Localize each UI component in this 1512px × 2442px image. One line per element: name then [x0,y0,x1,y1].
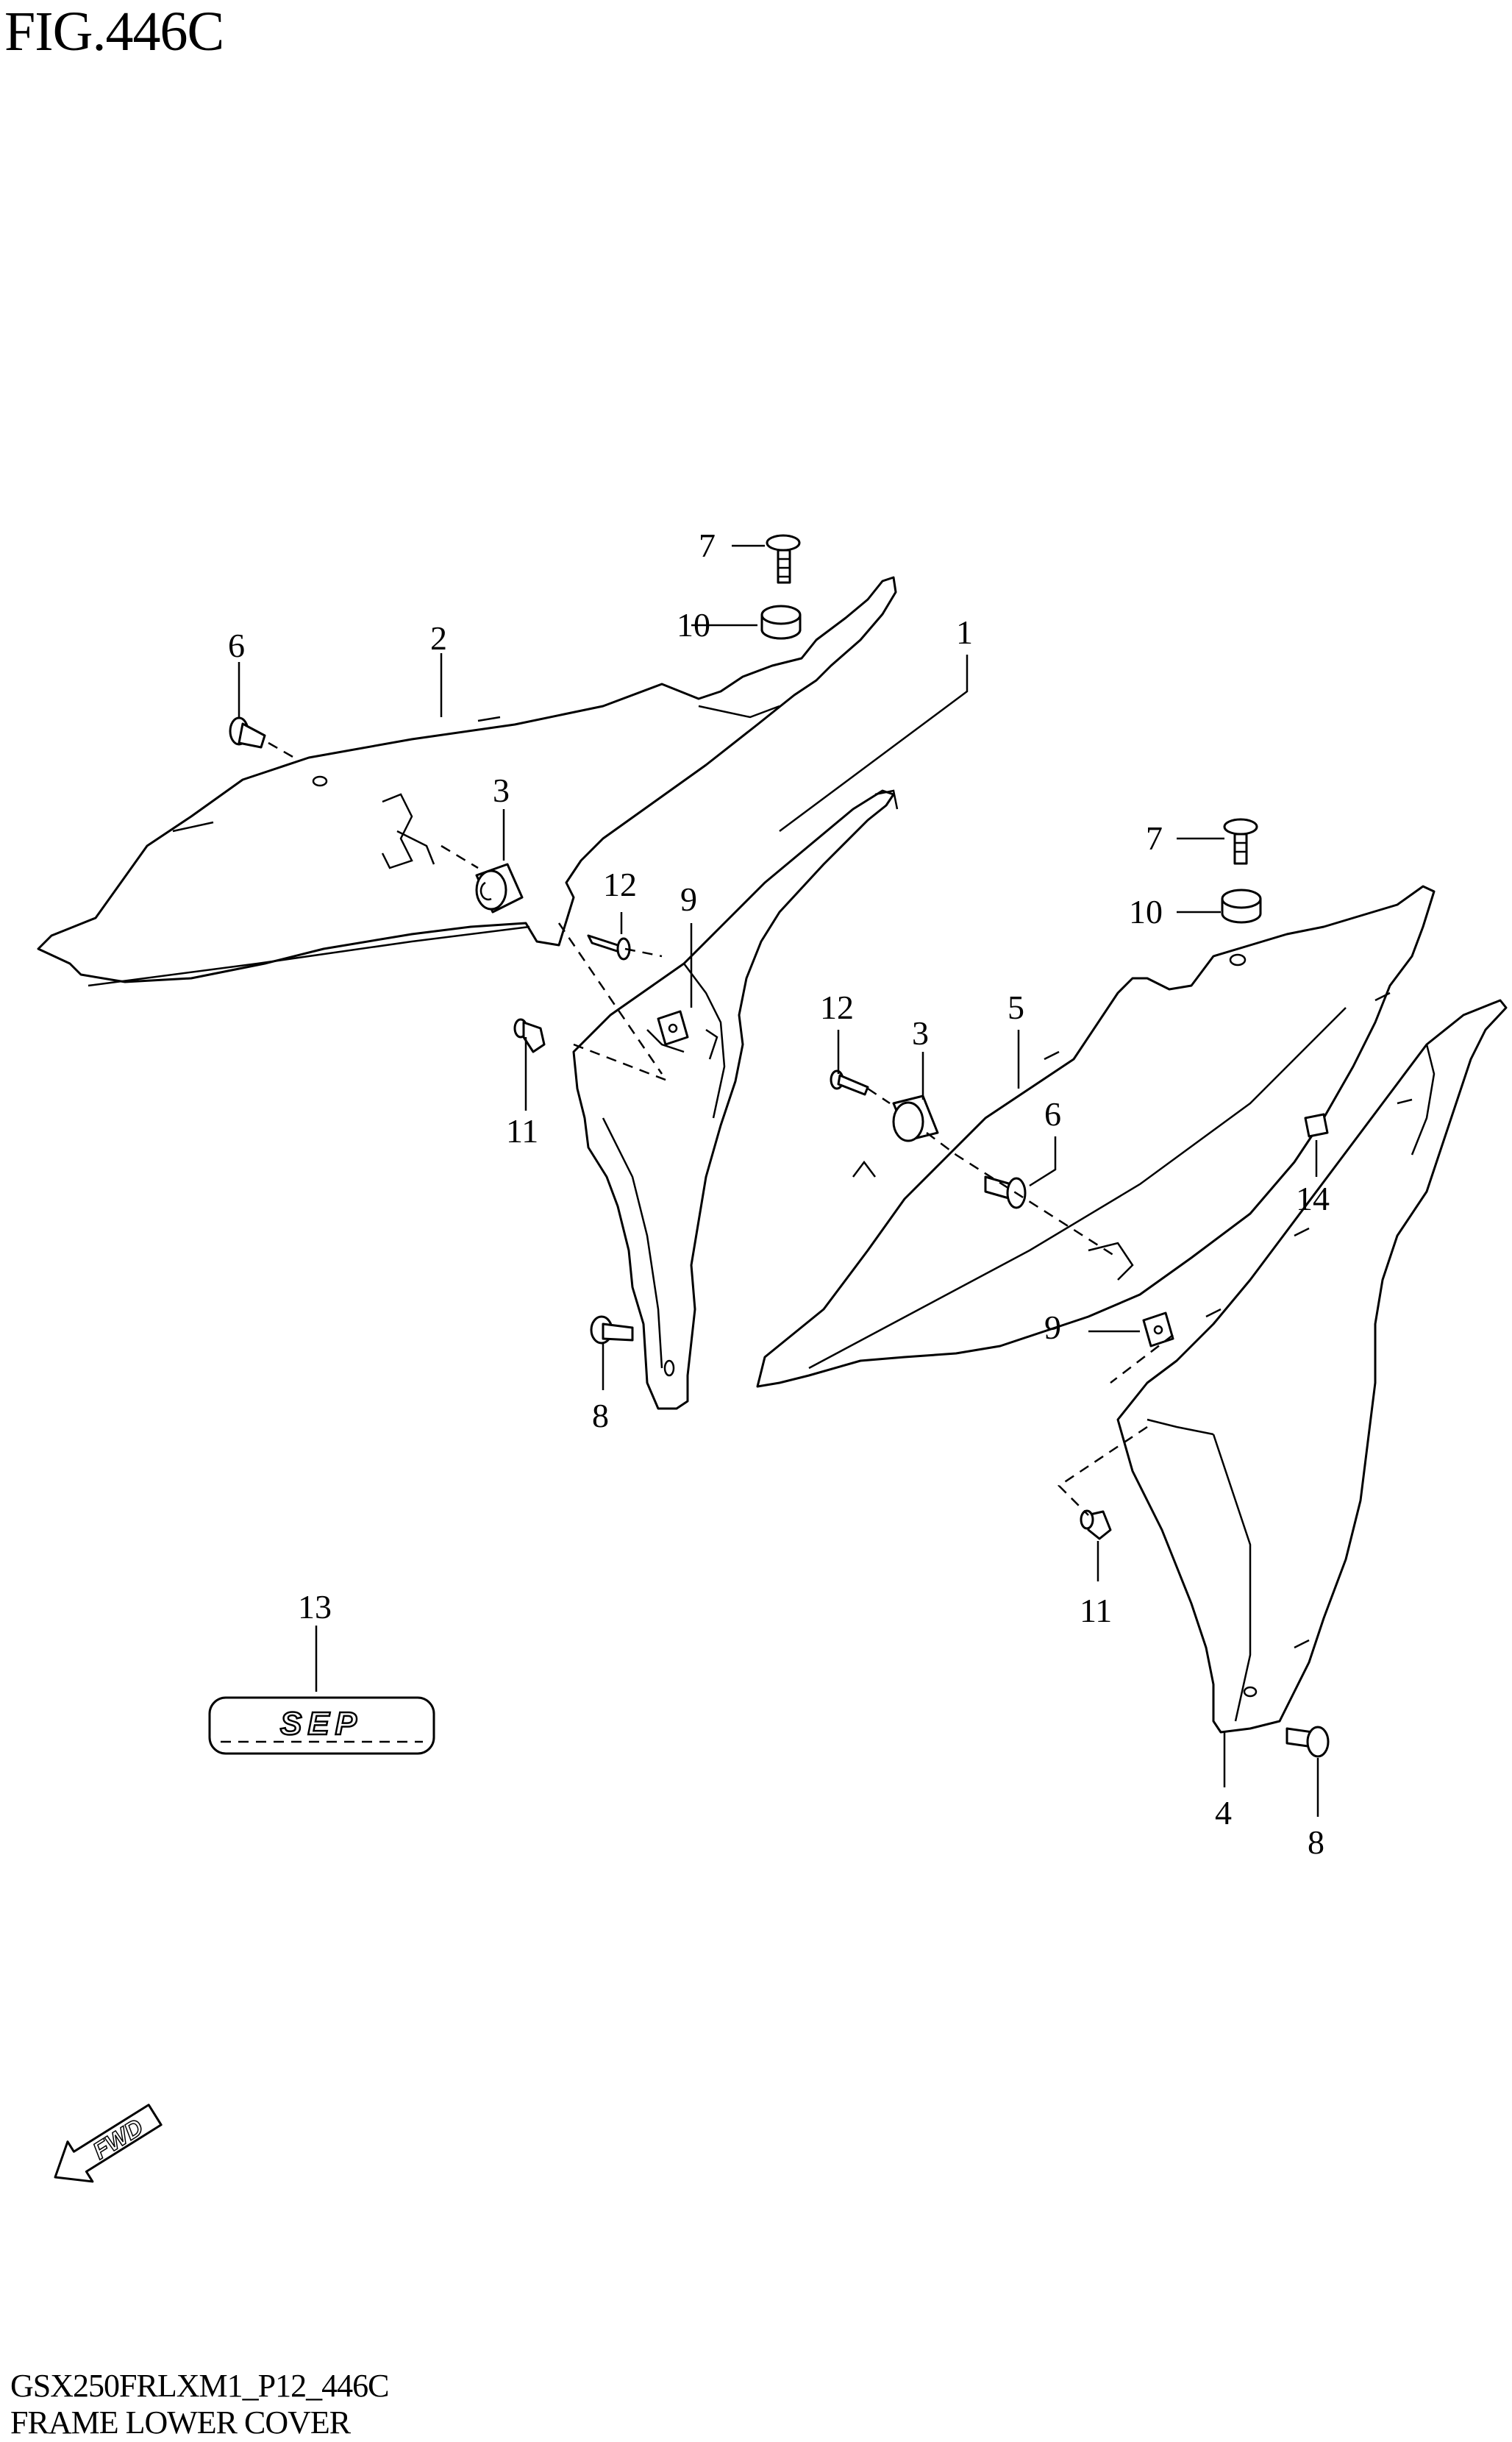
callout-11: 11 [1080,1592,1112,1629]
assembly-line [926,1132,1119,1259]
callout-7: 7 [1146,819,1163,857]
callout-13: 13 [298,1588,332,1626]
assembly-line [624,947,663,958]
callout-12: 12 [603,866,637,903]
fwd-arrow-icon: FWD [54,2104,163,2183]
bolt-7-left[interactable] [766,534,801,584]
assembly-line [441,844,479,869]
callout-10: 10 [677,606,710,644]
part-4-right-lower-cover[interactable] [1116,999,1508,1734]
callout-2: 2 [430,619,447,657]
callout-11: 11 [506,1112,538,1150]
callout-10: 10 [1129,893,1163,930]
screw-12-left[interactable] [587,934,631,961]
figure-title: FIG.446C [4,1,224,63]
emblem-13[interactable]: SEP [208,1696,435,1755]
part-5-right-frame-cover[interactable] [756,885,1436,1388]
grommet-10-left[interactable] [760,605,802,640]
callout-9: 9 [680,880,697,918]
bolt-8-left[interactable] [590,1315,634,1345]
callout-3: 3 [493,772,510,809]
screw-12-right[interactable] [830,1069,869,1096]
nut-9-left[interactable] [657,1010,689,1046]
assembly-line [268,741,295,759]
callout-7: 7 [699,527,716,564]
damper-3-left[interactable] [475,863,524,914]
section-name: FRAME LOWER COVER [10,2404,351,2441]
assembly-line [867,1087,891,1105]
clip-11-left[interactable] [513,1018,546,1053]
bolt-7-right[interactable] [1223,818,1258,865]
part-2-left-frame-cover[interactable] [37,576,897,987]
assembly-line [557,922,663,1075]
callout-14: 14 [1296,1180,1330,1217]
callout-9: 9 [1044,1309,1061,1346]
assembly-line [1058,1425,1148,1516]
grommet-10-right[interactable] [1221,889,1262,924]
callout-6: 6 [1044,1095,1061,1133]
model-code: GSX250FRLXM1_P12_446C [10,2368,389,2404]
callout-4: 4 [1215,1794,1232,1832]
callout-1: 1 [956,613,973,651]
callout-8: 8 [1308,1823,1324,1861]
emblem-text: SEP [280,1706,363,1742]
callout-3: 3 [912,1014,929,1052]
leader-lines [238,544,1319,1817]
clip-11-right[interactable] [1080,1509,1112,1540]
assembly-line [1110,1334,1174,1384]
nut-9-right[interactable] [1142,1311,1174,1348]
callout-8: 8 [592,1397,609,1434]
callout-6: 6 [228,627,245,664]
callout-12: 12 [820,989,854,1026]
part-1-left-lower-cover[interactable] [572,789,899,1410]
callout-5: 5 [1008,989,1024,1026]
screw-6-left[interactable] [229,716,266,749]
pad-14[interactable] [1304,1113,1329,1138]
damper-3-right[interactable] [892,1094,939,1142]
bolt-8-right[interactable] [1285,1726,1330,1758]
